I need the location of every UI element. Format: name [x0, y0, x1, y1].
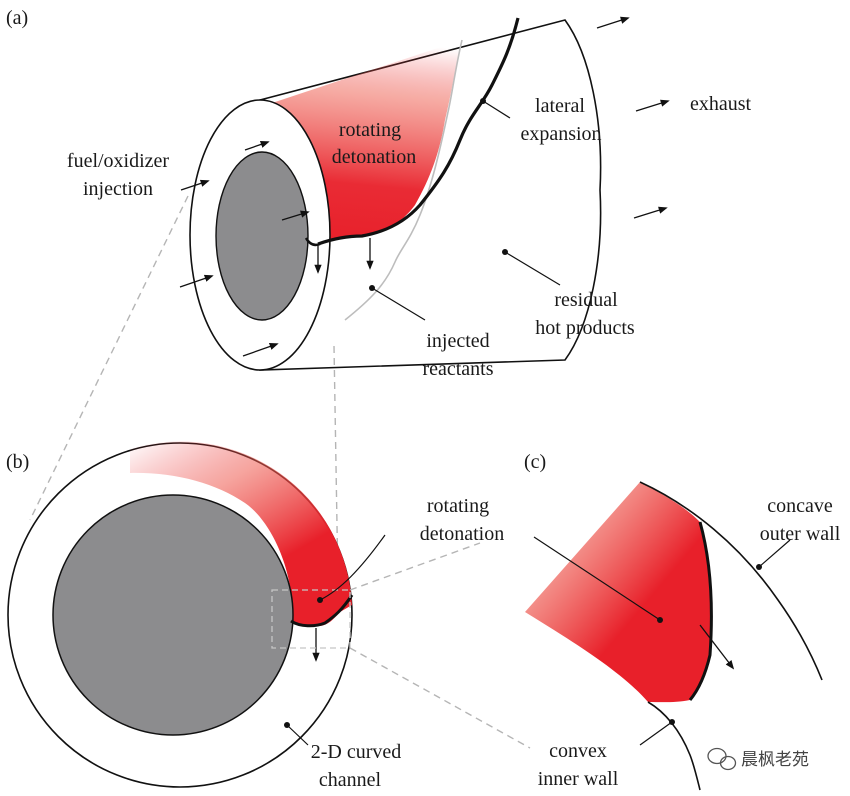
leader-outer-wall	[758, 539, 791, 568]
panel-label-a: (a)	[6, 7, 28, 29]
label-fuel-2: injection	[83, 178, 153, 200]
label-rotating-detonation-a-1: rotating	[339, 119, 401, 141]
panel-label-c: (c)	[524, 451, 546, 473]
label-rotating-detonation-a-2: detonation	[332, 146, 416, 168]
dot-channel	[284, 722, 290, 728]
leader-residual	[504, 251, 561, 286]
dot-detonation-c	[657, 617, 663, 623]
label-convex-2: inner wall	[538, 768, 619, 790]
reactants-boundary	[344, 39, 463, 321]
label-exhaust: exhaust	[690, 93, 752, 115]
exhaust-arrow-1	[596, 16, 630, 29]
dot-residual	[502, 249, 508, 255]
panel-b	[7, 441, 386, 788]
leader-detonation-c	[533, 536, 661, 621]
wave-arrow-c	[699, 624, 735, 670]
inject-arrow-5	[281, 210, 310, 221]
label-rotating-detonation-b-2: detonation	[420, 523, 504, 545]
leader-lateral	[482, 100, 511, 119]
zoom-guides-bc	[349, 542, 531, 749]
detonation-edge-a	[304, 237, 321, 247]
detonation-front-c	[688, 521, 713, 701]
detonation-front-a	[317, 17, 520, 246]
label-injected-1: injected	[426, 330, 489, 352]
panel-c	[525, 481, 823, 791]
leader-inner-wall	[639, 721, 673, 746]
label-residual-1: residual	[554, 289, 618, 311]
leader-reactants	[371, 287, 426, 321]
label-injected-2: reactants	[422, 358, 493, 380]
inject-arrow-4	[242, 342, 279, 357]
label-concave-2: outer wall	[760, 523, 841, 545]
exhaust-arrow-2	[635, 99, 670, 112]
label-lateral-1: lateral	[535, 95, 585, 117]
label-residual-2: hot products	[535, 317, 635, 339]
panel-a	[179, 16, 670, 371]
dot-inner-wall	[669, 719, 675, 725]
dot-outer-wall	[756, 564, 762, 570]
dot-detonation-b	[317, 597, 323, 603]
label-concave-1: concave	[767, 495, 833, 517]
watermark-text: 晨枫老苑	[741, 750, 809, 770]
watermark: 晨枫老苑	[707, 747, 809, 771]
leader-detonation-b	[319, 534, 386, 601]
dot-reactants	[369, 285, 375, 291]
leader-channel	[286, 724, 309, 746]
label-channel-1: 2-D curved	[311, 741, 402, 763]
concave-outer-wall	[639, 481, 823, 681]
wechat-icon	[707, 747, 737, 771]
exhaust-arrow-3	[633, 206, 668, 219]
label-convex-1: convex	[549, 740, 607, 762]
label-fuel-1: fuel/oxidizer	[67, 150, 170, 172]
zoom-guides-ab	[29, 195, 339, 586]
label-lateral-2: expansion	[520, 123, 601, 145]
panel-label-b: (b)	[6, 451, 29, 473]
inject-arrow-3	[179, 274, 214, 288]
inject-arrow-2	[180, 179, 210, 191]
convex-inner-wall	[647, 701, 701, 791]
dot-lateral	[480, 98, 486, 104]
label-rotating-detonation-b-1: rotating	[427, 495, 489, 517]
inner-body	[215, 151, 309, 321]
label-channel-2: channel	[319, 769, 382, 791]
zoom-box	[271, 589, 351, 649]
inject-arrow-1	[244, 140, 270, 151]
detonation-region-b	[130, 441, 352, 626]
detonation-front-b	[290, 594, 354, 628]
inner-body-b	[52, 494, 294, 736]
